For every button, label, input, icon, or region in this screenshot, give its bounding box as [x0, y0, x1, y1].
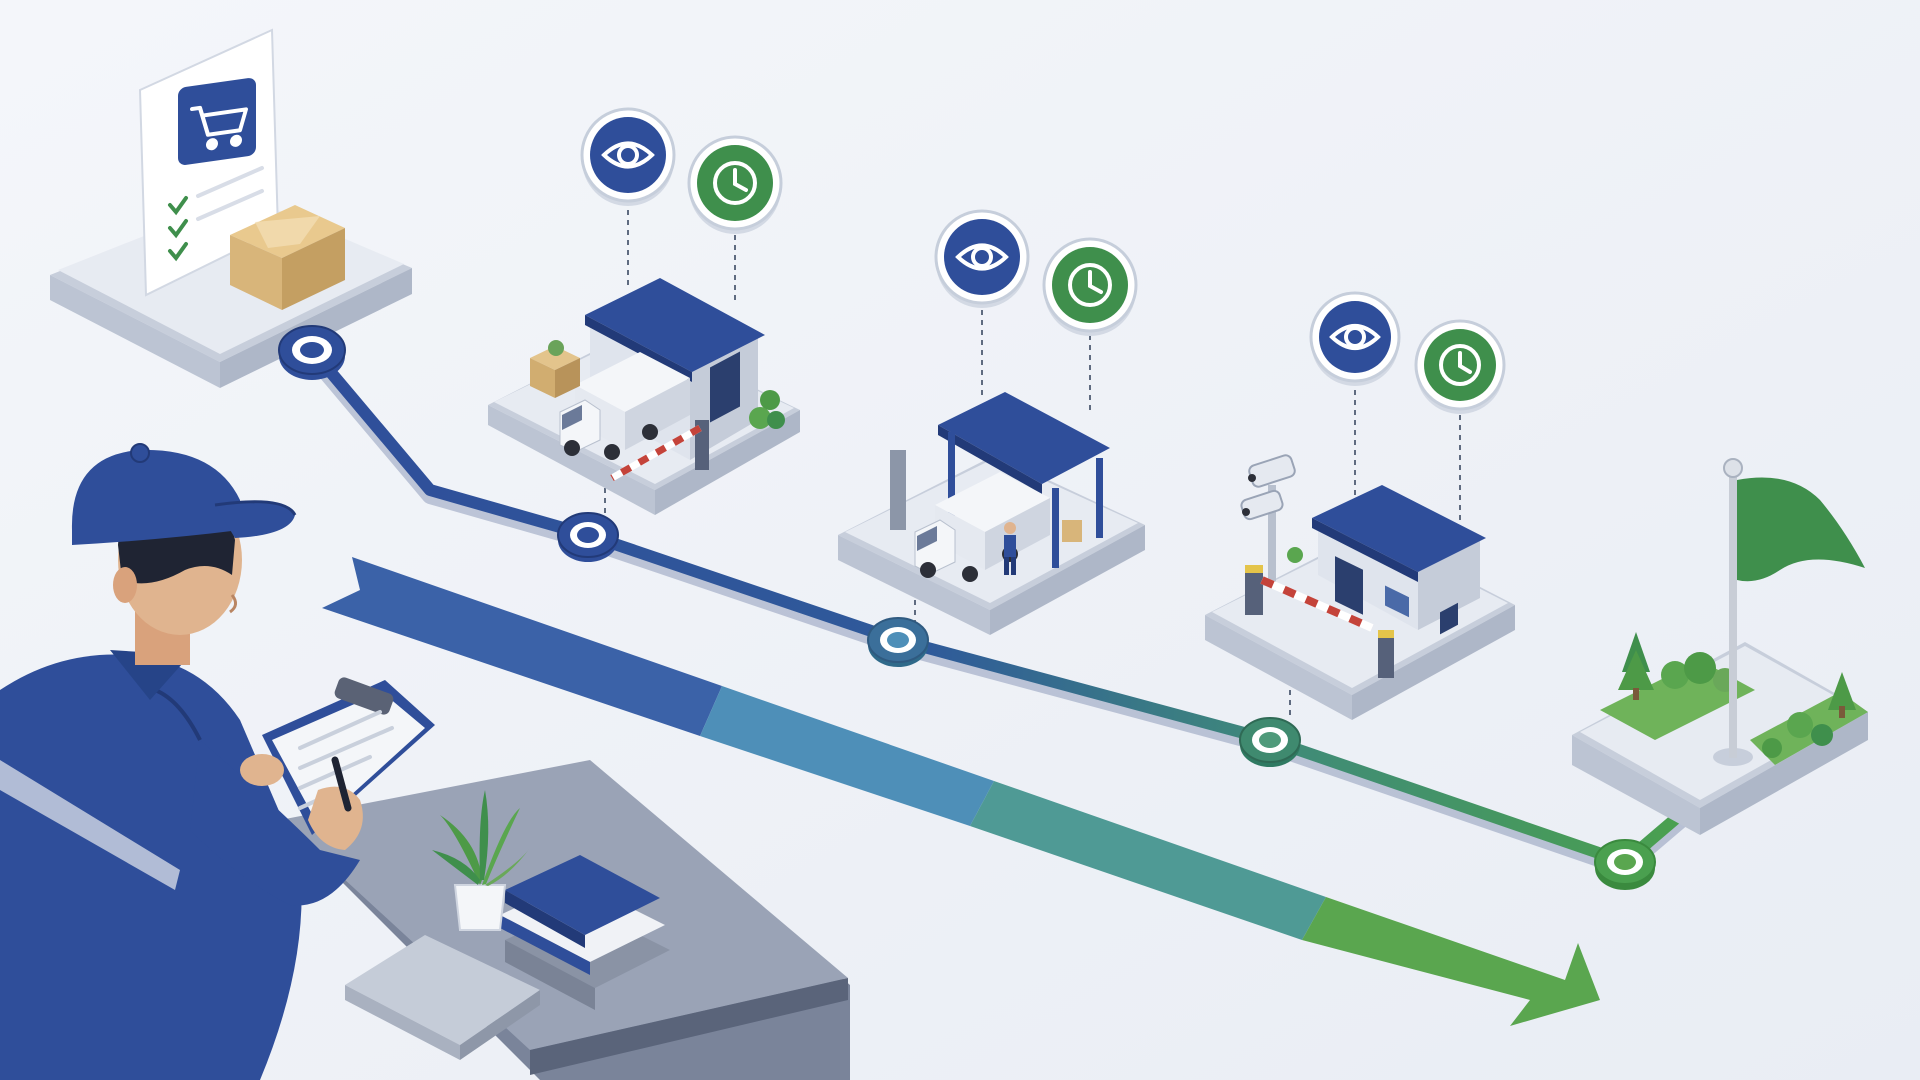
books-icon [500, 855, 670, 1010]
eye-icon [1329, 324, 1381, 350]
checkmark-icon [168, 196, 188, 262]
route-node-stage-3 [1239, 717, 1301, 767]
route-node-stage-1 [557, 512, 619, 562]
route-node-stage-2 [867, 617, 929, 667]
order-document [138, 28, 280, 297]
potted-plant-icon [432, 790, 530, 931]
dashed-connectors [604, 210, 1461, 718]
truck-icon [559, 352, 690, 460]
timer-badge-stage-1 [687, 135, 783, 234]
barrier-gate-icon [610, 420, 709, 482]
eye-icon [955, 243, 1009, 271]
progress-arrow-stage-3 [970, 781, 1326, 940]
start-platform [50, 28, 412, 388]
worker-with-clipboard-icon [0, 443, 435, 1080]
timer-badge-stage-3 [1414, 319, 1506, 414]
cargo-box-icon [1062, 520, 1082, 542]
barrier-gate-icon [1245, 565, 1394, 678]
progress-arrows [322, 557, 1600, 1026]
security-camera-icon [1240, 454, 1296, 585]
trees-icon [1618, 632, 1856, 758]
flag-icon [1713, 458, 1865, 766]
clock-icon [713, 161, 757, 205]
tree-icon [1287, 547, 1303, 563]
stage-covered-loading-dock [838, 209, 1145, 667]
worker-icon [1004, 522, 1016, 575]
trees-icon [749, 390, 785, 429]
clipboard-icon [262, 677, 435, 835]
route-node-start [278, 325, 346, 380]
stage-loading-warehouse [488, 107, 800, 562]
truck-icon [914, 472, 1050, 582]
route-node-end [1594, 839, 1656, 890]
progress-arrow-stage-2 [700, 686, 994, 826]
desk [280, 760, 850, 1080]
timer-badge-stage-2 [1042, 237, 1138, 336]
progress-arrow-stage-4 [1302, 897, 1600, 1026]
eye-icon [601, 141, 655, 169]
stage-checkpoint-gate [1205, 291, 1515, 767]
parcel-box-icon [230, 205, 345, 310]
storage-box-icon [345, 935, 540, 1060]
monitor-badge-stage-2 [934, 209, 1030, 308]
monitor-badge-stage-3 [1309, 291, 1401, 386]
clock-icon [1068, 263, 1112, 307]
stage-destination [1572, 458, 1868, 890]
progress-arrow-stage-1 [322, 557, 722, 736]
monitor-badge-stage-1 [580, 107, 676, 206]
clock-icon [1439, 344, 1481, 386]
cargo-boxes-icon [530, 340, 580, 398]
bollard-icon [890, 450, 906, 530]
